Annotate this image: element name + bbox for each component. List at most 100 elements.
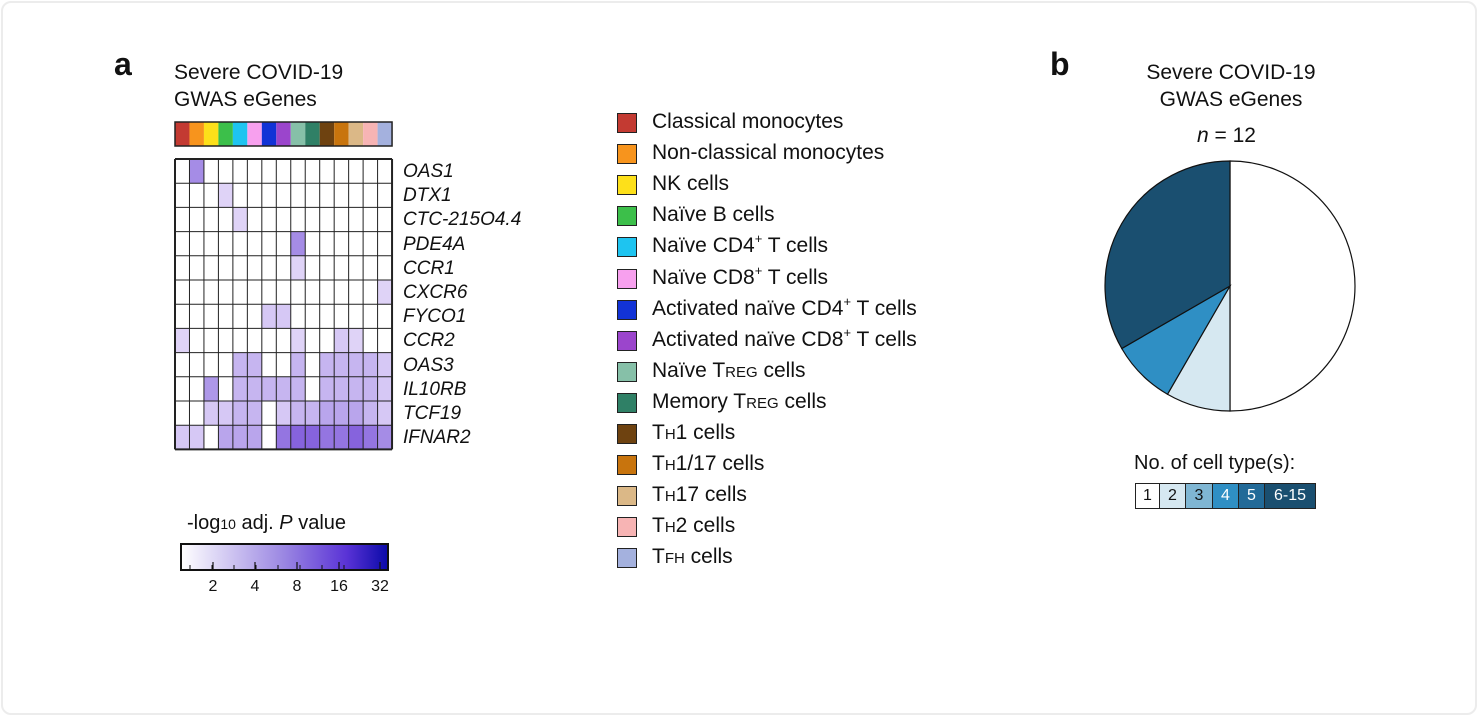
cell-type-strip-cell — [334, 122, 349, 146]
gene-label: FYCO1 — [403, 306, 467, 328]
heatmap-cell — [261, 159, 277, 184]
heatmap-cell — [348, 425, 364, 450]
heatmap-cell — [232, 401, 248, 426]
pie-slices — [1104, 160, 1356, 412]
panel-b-title-line2: GWAS eGenes — [1159, 88, 1303, 111]
heatmap-cell — [276, 231, 291, 256]
heatmap-cell — [290, 207, 306, 232]
gene-label: CXCR6 — [403, 282, 468, 303]
heatmap-cell — [218, 255, 233, 280]
heatmap-cell — [247, 304, 262, 329]
heatmap-cell — [305, 280, 320, 305]
heatmap-cell — [232, 304, 248, 329]
cell-count-box: 2 — [1159, 483, 1186, 509]
heatmap-cell — [276, 207, 291, 232]
heatmap-cell — [203, 328, 219, 353]
heatmap-cell — [377, 255, 393, 280]
panel-b-title-line1: Severe COVID-19 — [1146, 61, 1316, 84]
heatmap-cell — [247, 401, 262, 426]
n-value: = 12 — [1214, 124, 1256, 147]
heatmap-cell — [218, 183, 233, 208]
heatmap-cell — [319, 231, 335, 256]
panel-a-title-line2: GWAS eGenes — [174, 88, 317, 111]
legend-swatch — [617, 206, 637, 227]
heatmap-cell — [232, 183, 248, 208]
heatmap-cell — [189, 255, 204, 280]
heatmap-cell — [348, 207, 364, 232]
cell-type-strip-cell — [319, 122, 335, 146]
heatmap-cell — [377, 401, 393, 426]
heatmap-cell — [261, 304, 277, 329]
heatmap-cell — [218, 328, 233, 353]
heatmap-cell — [348, 280, 364, 305]
heatmap-cell — [203, 231, 219, 256]
heatmap-cell — [305, 376, 320, 401]
heatmap-cell — [334, 207, 349, 232]
heatmap-cell — [232, 425, 248, 450]
heatmap-cell — [305, 425, 320, 450]
heatmap-cell — [261, 425, 277, 450]
heatmap-cell — [363, 280, 378, 305]
heatmap-cell — [290, 159, 306, 184]
gene-label: CCR1 — [403, 257, 455, 279]
heatmap-cell — [276, 328, 291, 353]
cell-type-strip-cell — [203, 122, 219, 146]
heatmap-cell — [290, 183, 306, 208]
cell-type-strip-cell — [261, 122, 277, 146]
heatmap-cell — [261, 231, 277, 256]
legend-swatch — [617, 517, 637, 538]
heatmap-cell — [377, 425, 393, 450]
heatmap-cell — [276, 425, 291, 450]
heatmap-cell — [232, 159, 248, 184]
heatmap-cell — [334, 401, 349, 426]
heatmap-cell — [247, 183, 262, 208]
heatmap-cell — [261, 376, 277, 401]
cell-type-strip-cell — [363, 122, 378, 146]
colorbar-title: -log10 adj. P value — [187, 512, 346, 535]
heatmap-cell — [334, 352, 349, 377]
heatmap-cell — [276, 304, 291, 329]
pie-slice — [1229, 160, 1356, 412]
panel-a-title: Severe COVID-19 GWAS eGenes — [174, 59, 343, 113]
heatmap-cell — [305, 255, 320, 280]
heatmap-cell — [175, 255, 190, 280]
heatmap-cells — [175, 159, 393, 450]
heatmap-cell — [334, 183, 349, 208]
gene-label: PDE4A — [403, 233, 466, 255]
cell-count-box: 1 — [1135, 483, 1160, 509]
heatmap-cell — [175, 401, 190, 426]
colorbar-title-value: value — [292, 512, 347, 534]
heatmap-cell — [218, 376, 233, 401]
n-symbol: n — [1197, 124, 1209, 147]
heatmap-cell — [247, 328, 262, 353]
heatmap-cell — [189, 352, 204, 377]
cell-type-strip-border — [174, 121, 393, 147]
heatmap-grid — [174, 158, 394, 451]
heatmap-cell — [305, 304, 320, 329]
colorbar-ticks — [189, 562, 381, 570]
heatmap-cell — [305, 159, 320, 184]
cell-count-box: 4 — [1212, 483, 1239, 509]
cell-type-strip-cell — [348, 122, 364, 146]
heatmap-cell — [319, 376, 335, 401]
heatmap-cell — [232, 280, 248, 305]
legend-swatch — [617, 330, 637, 351]
heatmap-cell — [363, 159, 378, 184]
heatmap-cell — [276, 159, 291, 184]
heatmap-cell — [319, 425, 335, 450]
heatmap-cell — [363, 255, 378, 280]
heatmap-cell — [348, 328, 364, 353]
sample-size-label: n = 12 — [1197, 124, 1256, 148]
colorbar-title-log: -log — [187, 512, 221, 534]
cell-count-box: 6-15 — [1264, 483, 1316, 509]
heatmap-cell — [175, 183, 190, 208]
legend-swatch — [617, 424, 637, 444]
heatmap-cell — [175, 328, 190, 353]
heatmap-cell — [203, 401, 219, 426]
gene-label: CTC-215O4.4 — [403, 209, 522, 231]
gene-label: TCF19 — [403, 403, 462, 424]
heatmap-cell — [232, 231, 248, 256]
gene-label: OAS3 — [403, 354, 454, 376]
heatmap-cell — [218, 304, 233, 329]
